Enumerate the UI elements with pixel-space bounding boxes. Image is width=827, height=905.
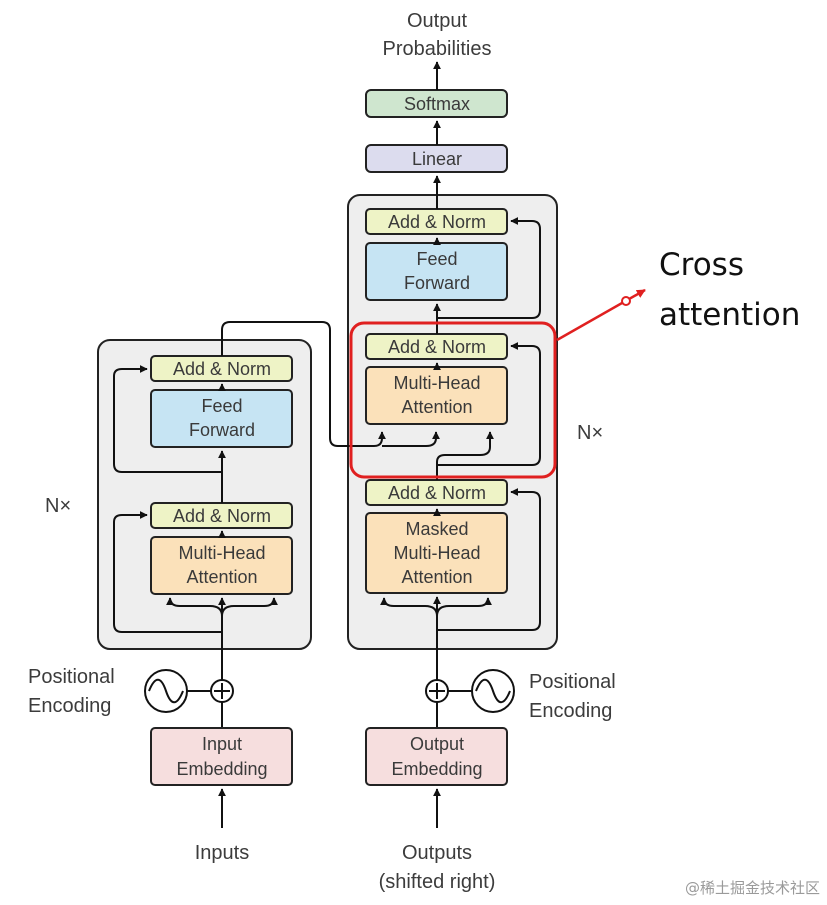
decoder-masked-attention-line1: Masked	[405, 519, 468, 539]
encoder-positional-encoding-line2: Encoding	[28, 695, 111, 717]
cross-attention-highlight	[349, 321, 557, 479]
encoder-container	[97, 339, 312, 650]
decoder-positional-encoding-line2: Encoding	[529, 700, 612, 722]
cross-attention-label-line1: Cross	[659, 247, 744, 283]
output-probabilities-line1: Output	[407, 10, 467, 32]
input-embedding-block	[150, 727, 293, 786]
encoder-attention-line2: Attention	[186, 567, 257, 587]
softmax-label: Softmax	[404, 94, 470, 114]
watermark: @稀土掘金技术社区	[685, 879, 820, 897]
decoder-repeat-label: N×	[577, 422, 603, 444]
encoder-add-norm-top-label: Add & Norm	[173, 359, 271, 379]
outputs-label-line2: (shifted right)	[379, 871, 496, 893]
decoder-cross-attention-line1: Multi-Head	[393, 373, 480, 393]
output-embedding-block	[365, 727, 508, 786]
input-embedding-line1: Input	[202, 734, 242, 754]
decoder-add-norm-bottom-label: Add & Norm	[388, 483, 486, 503]
encoder-repeat-label: N×	[45, 495, 71, 517]
encoder-add-norm-bottom-label: Add & Norm	[173, 506, 271, 526]
decoder-feed-forward-line1: Feed	[416, 249, 457, 269]
decoder-add-norm-top-label: Add & Norm	[388, 212, 486, 232]
decoder-masked-attention-line3: Attention	[401, 567, 472, 587]
encoder-feed-forward-line1: Feed	[201, 396, 242, 416]
inputs-label: Inputs	[195, 842, 249, 864]
encoder-positional-encoding-line1: Positional	[28, 666, 115, 688]
output-embedding-line2: Embedding	[391, 759, 482, 779]
decoder-positional-encoding-line1: Positional	[529, 671, 616, 693]
encoder-attention-line1: Multi-Head	[178, 543, 265, 563]
decoder-feed-forward-line2: Forward	[404, 273, 470, 293]
encoder-connections	[113, 321, 440, 728]
pointer-dot	[621, 296, 631, 306]
decoder-cross-attention-line2: Attention	[401, 397, 472, 417]
input-embedding-line2: Embedding	[176, 759, 267, 779]
output-embedding-line1: Output	[410, 734, 464, 754]
decoder-masked-attention-line2: Multi-Head	[393, 543, 480, 563]
encoder-feed-forward-line2: Forward	[189, 420, 255, 440]
cross-attention-pointer	[556, 288, 646, 342]
decoder-connections	[380, 61, 541, 728]
output-probabilities-line2: Probabilities	[383, 38, 492, 60]
linear-label: Linear	[412, 149, 462, 169]
cross-attention-label-line2: attention	[659, 297, 800, 333]
outputs-label-line1: Outputs	[402, 842, 472, 864]
decoder-add-norm-mid-label: Add & Norm	[388, 337, 486, 357]
